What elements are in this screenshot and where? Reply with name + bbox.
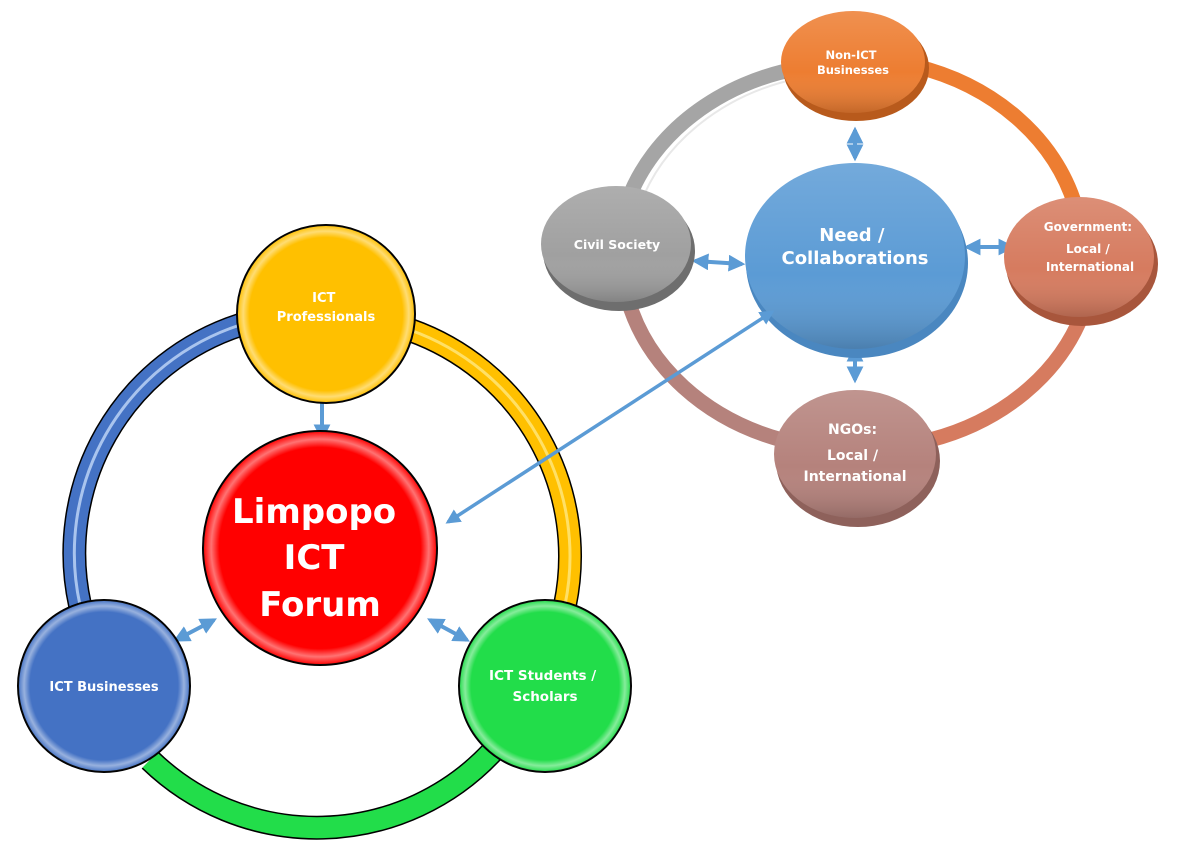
node-ict-businesses[interactable]: ICT Businesses [17, 599, 191, 773]
node-government[interactable]: Government: Local / International [1004, 197, 1158, 326]
node-civil-society[interactable]: Civil Society [541, 186, 695, 311]
ring-segment-civil-nonict-highlight [639, 77, 801, 206]
ring-segment-students-businesses [141, 743, 501, 840]
limpopo-label: Limpopo ICT Forum [232, 492, 408, 625]
ict-professionals-label: ICT Professionals [277, 291, 376, 325]
ring-segment-businesses-professionals [62, 313, 244, 608]
ngos-label: NGOs: Local / International [803, 422, 906, 485]
node-ict-professionals[interactable]: ICT Professionals [236, 224, 416, 404]
node-limpopo-ict-forum[interactable]: Limpopo ICT Forum [202, 430, 438, 666]
ring-segment-civil-nonict [620, 60, 802, 203]
right-cluster: Need / Collaborations Non-ICT Businesses… [541, 11, 1158, 527]
node-non-ict-businesses[interactable]: Non-ICT Businesses [781, 11, 929, 121]
ring-segment-nonict-government [913, 58, 1083, 208]
node-ngos[interactable]: NGOs: Local / International [774, 390, 940, 527]
connector-limpopo-need [445, 310, 775, 524]
left-cluster: ICT Professionals ICT Businesses ICT Stu… [17, 224, 632, 840]
civil-society-label: Civil Society [574, 237, 660, 252]
connector-limpopo-students [427, 618, 470, 642]
need-label: Need / Collaborations [781, 225, 928, 269]
connector-limpopo-businesses [173, 618, 217, 642]
node-ict-students[interactable]: ICT Students / Scholars [458, 599, 632, 773]
connector-need-civil [691, 253, 746, 272]
node-need-collaborations[interactable]: Need / Collaborations [745, 163, 968, 358]
non-ict-label: Non-ICT Businesses [817, 48, 889, 77]
government-label: Government: Local / International [1044, 220, 1136, 274]
ict-students-label: ICT Students / Scholars [489, 668, 601, 705]
ring-segment-government-ngos [928, 312, 1089, 448]
ict-businesses-label: ICT Businesses [49, 680, 158, 695]
